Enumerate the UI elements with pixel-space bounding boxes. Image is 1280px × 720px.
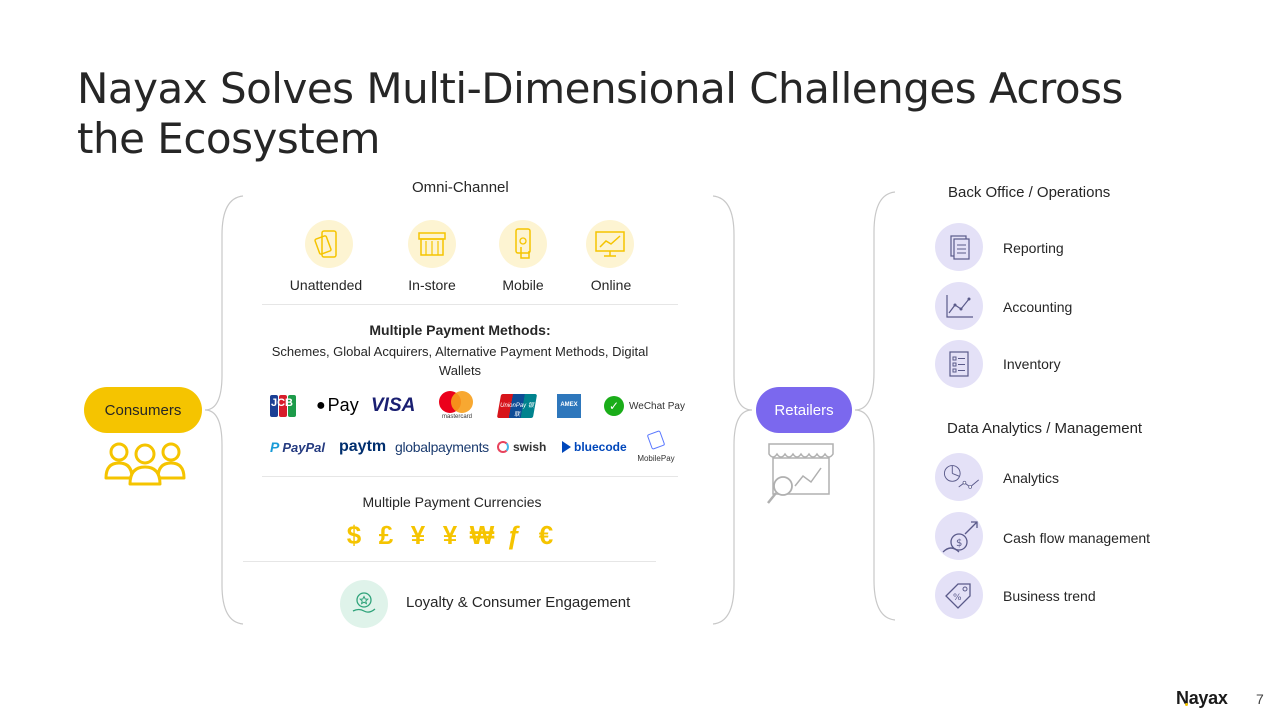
channel-label-online: Online — [590, 277, 632, 293]
mobilepay-icon — [646, 430, 666, 450]
payment-methods-subtitle: Schemes, Global Acquirers, Alternative P… — [271, 344, 649, 378]
jcb-text: JCB — [271, 397, 294, 409]
report-icon — [935, 223, 983, 271]
currency-pound: £ — [378, 520, 394, 550]
line-chart-icon — [935, 282, 983, 330]
paytm-logo: paytm — [339, 438, 387, 455]
divider — [262, 476, 678, 477]
people-group-icon — [102, 438, 188, 493]
storefront-icon — [408, 220, 456, 268]
analytics-label: Analytics — [1003, 470, 1060, 486]
visa-logo: VISA — [371, 395, 416, 416]
channel-label-unattended: Unattended — [289, 277, 363, 293]
accounting-label: Accounting — [1003, 299, 1073, 315]
swish-logo: swish — [497, 440, 546, 454]
nayax-logo: Nayax — [1176, 688, 1228, 708]
swish-icon — [497, 441, 509, 453]
channel-label-in-store: In-store — [408, 277, 456, 293]
cash-flow-icon: $ — [935, 512, 983, 560]
payment-methods-title: Multiple Payment Methods: — [369, 322, 551, 338]
currency-yen: ¥ — [410, 520, 426, 550]
unionpay-logo: UnionPay 银联 — [496, 394, 538, 418]
paypal-icon: P — [270, 439, 280, 455]
wechat-icon: ✓ — [604, 396, 624, 416]
bluecode-logo: bluecode — [562, 440, 627, 454]
svg-text:%: % — [953, 593, 962, 603]
jcb-logo: JCB — [270, 394, 296, 418]
card-tap-icon — [305, 220, 353, 268]
svg-text:$: $ — [956, 538, 962, 549]
currency-dollar: $ — [346, 520, 362, 550]
mastercard-logo: mastercard — [439, 391, 475, 423]
back-office-heading: Back Office / Operations — [948, 184, 1111, 201]
currency-won: ₩ — [469, 520, 495, 550]
mobile-touch-icon — [499, 220, 547, 268]
globalpayments-logo: globalpayments — [395, 439, 489, 455]
apple-icon: ● — [316, 396, 326, 414]
currencies-title: Multiple Payment Currencies — [362, 494, 542, 510]
retailers-pill: Retailers — [756, 387, 852, 433]
bluecode-icon — [562, 441, 571, 453]
pie-chart-icon — [935, 453, 983, 501]
loyalty-label: Loyalty & Consumer Engagement — [406, 594, 631, 611]
data-analytics-heading: Data Analytics / Management — [947, 420, 1143, 437]
inventory-label: Inventory — [1003, 356, 1061, 372]
business-trend-label: Business trend — [1003, 588, 1096, 604]
currency-symbols: $ £ ¥ ¥ ₩ ƒ € — [340, 520, 560, 551]
reporting-label: Reporting — [1003, 240, 1064, 256]
divider — [262, 304, 678, 305]
currency-euro: € — [538, 520, 554, 550]
mobilepay-logo: MobilePay — [634, 430, 678, 463]
consumers-pill: Consumers — [84, 387, 202, 433]
divider — [243, 561, 656, 562]
checklist-icon — [935, 340, 983, 388]
channel-label-mobile: Mobile — [502, 277, 544, 293]
price-tag-icon: % — [935, 571, 983, 619]
page-title: Nayax Solves Multi-Dimensional Challenge… — [77, 64, 1123, 163]
loyalty-hand-star-icon — [340, 580, 388, 628]
currency-florin: ƒ — [506, 520, 522, 550]
omni-channel-heading: Omni-Channel — [412, 179, 509, 196]
amex-logo: AMEX — [557, 394, 581, 418]
currency-yuan: ¥ — [442, 520, 458, 550]
logo-accent-dot — [1185, 703, 1188, 706]
wechat-pay-logo: ✓ WeChat Pay — [604, 396, 685, 416]
apple-pay-logo: ●Pay — [316, 395, 359, 415]
cash-flow-label: Cash flow management — [1003, 530, 1151, 546]
store-analytics-icon — [765, 440, 837, 513]
monitor-chart-icon — [586, 220, 634, 268]
page-number: 7 — [1256, 691, 1264, 707]
